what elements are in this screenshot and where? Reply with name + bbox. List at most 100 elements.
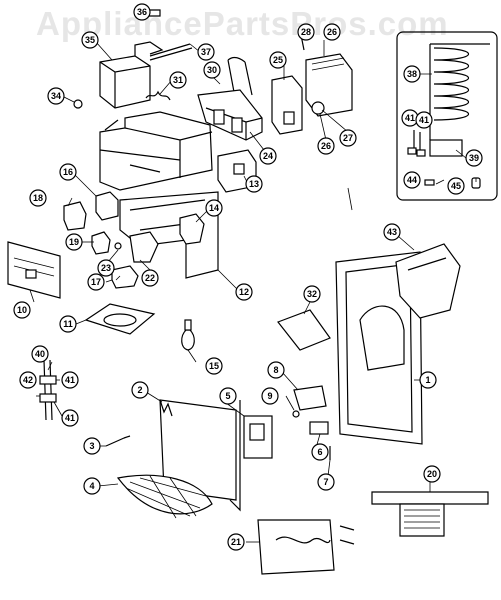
callout-8: 8: [267, 361, 285, 379]
callout-25: 25: [269, 51, 287, 69]
callout-35: 35: [81, 31, 99, 49]
svg-text:17: 17: [91, 277, 101, 287]
callout-43: 43: [383, 223, 401, 241]
panel-2: [159, 399, 273, 512]
svg-text:24: 24: [263, 151, 273, 161]
screw-34: [73, 99, 83, 109]
callout-11: 11: [59, 315, 77, 333]
leader-lines: [29, 11, 477, 543]
callout-2: 2: [131, 381, 149, 399]
svg-text:43: 43: [387, 227, 397, 237]
callout-15: 15: [205, 357, 223, 375]
part-21: [257, 519, 355, 575]
callout-7: 7: [317, 473, 335, 491]
svg-text:16: 16: [63, 167, 73, 177]
inset-box: [396, 31, 498, 201]
callout-37: 37: [197, 43, 215, 61]
svg-text:39: 39: [469, 153, 479, 163]
bulb-15: [181, 319, 195, 351]
svg-text:37: 37: [201, 47, 211, 57]
svg-text:28: 28: [301, 27, 311, 37]
callout-21: 21: [227, 533, 245, 551]
svg-text:26: 26: [321, 141, 331, 151]
callout-14: 14: [205, 199, 223, 217]
part-19: [91, 231, 111, 255]
callout-39: 39: [465, 149, 483, 167]
callout-17: 17: [87, 273, 105, 291]
svg-text:26: 26: [327, 27, 337, 37]
part-17: [111, 265, 139, 289]
svg-text:34: 34: [51, 91, 61, 101]
svg-text:41: 41: [419, 115, 429, 125]
svg-text:32: 32: [307, 289, 317, 299]
callout-16: 16: [59, 163, 77, 181]
tray-11: [84, 303, 156, 335]
callout-20: 20: [423, 465, 441, 483]
svg-text:41: 41: [405, 113, 415, 123]
screw-3: [105, 435, 131, 447]
svg-text:13: 13: [249, 179, 259, 189]
svg-text:31: 31: [173, 75, 183, 85]
svg-text:4: 4: [89, 481, 94, 491]
callout-18: 18: [29, 189, 47, 207]
heater-20: [371, 491, 489, 537]
svg-text:9: 9: [267, 391, 272, 401]
callout-12: 12: [235, 283, 253, 301]
screw-9: [292, 410, 300, 418]
svg-text:7: 7: [323, 477, 328, 487]
svg-text:36: 36: [137, 7, 147, 17]
upper-housing: [99, 29, 353, 193]
callout-44: 44: [403, 171, 421, 189]
svg-text:41: 41: [65, 413, 75, 423]
svg-text:5: 5: [225, 391, 230, 401]
dispenser-housing: [335, 243, 461, 445]
valve-assembly: [39, 359, 57, 421]
svg-text:40: 40: [35, 349, 45, 359]
callout-41b: 41: [61, 409, 79, 427]
svg-text:25: 25: [273, 55, 283, 65]
callout-22: 22: [141, 269, 159, 287]
callout-3: 3: [83, 437, 101, 455]
grille-4: [116, 474, 213, 519]
svg-text:15: 15: [209, 361, 219, 371]
svg-text:30: 30: [207, 65, 217, 75]
svg-text:2: 2: [137, 385, 142, 395]
callout-13: 13: [245, 175, 263, 193]
svg-text:10: 10: [17, 305, 27, 315]
callout-36: 36: [133, 3, 151, 21]
svg-text:21: 21: [231, 537, 241, 547]
callout-26b: 26: [317, 137, 335, 155]
watermark: AppliancePartsPros.com: [36, 5, 449, 42]
svg-text:1: 1: [425, 375, 430, 385]
callout-34: 34: [47, 87, 65, 105]
callout-30: 30: [203, 61, 221, 79]
callout-41c: 41: [401, 109, 419, 127]
svg-text:8: 8: [273, 365, 278, 375]
callout-41d: 41: [415, 111, 433, 129]
svg-text:11: 11: [63, 319, 73, 329]
callout-5: 5: [219, 387, 237, 405]
svg-text:35: 35: [85, 35, 95, 45]
svg-text:38: 38: [407, 69, 417, 79]
callout-32: 32: [303, 285, 321, 303]
svg-text:14: 14: [209, 203, 219, 213]
callout-23: 23: [97, 259, 115, 277]
callout-19: 19: [65, 233, 83, 251]
callout-6: 6: [311, 443, 329, 461]
svg-text:12: 12: [239, 287, 249, 297]
callout-1: 1: [419, 371, 437, 389]
svg-text:6: 6: [317, 447, 322, 457]
svg-text:19: 19: [69, 237, 79, 247]
svg-text:41: 41: [65, 375, 75, 385]
svg-text:27: 27: [343, 133, 353, 143]
svg-text:44: 44: [407, 175, 417, 185]
part-18: [63, 201, 87, 231]
panel-10: [7, 241, 61, 299]
svg-text:45: 45: [451, 181, 461, 191]
svg-text:22: 22: [145, 273, 155, 283]
callout-26a: 26: [323, 23, 341, 41]
callout-9: 9: [261, 387, 279, 405]
svg-text:20: 20: [427, 469, 437, 479]
svg-text:42: 42: [23, 375, 33, 385]
